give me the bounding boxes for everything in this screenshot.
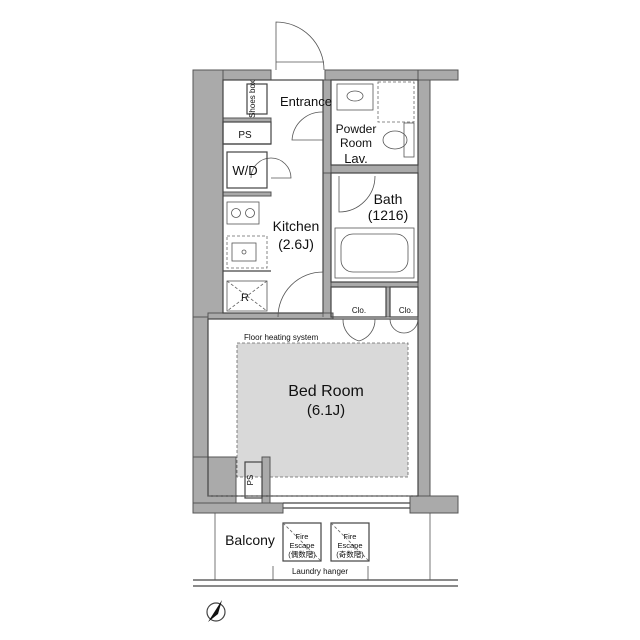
- fire-escape-1-label-1: Fire: [296, 532, 309, 541]
- entrance-label: Entrance: [280, 94, 332, 109]
- balcony-label: Balcony: [225, 532, 275, 548]
- entrance-door: [275, 21, 325, 71]
- door-swings: [250, 111, 419, 342]
- floor-heating-area: [236, 342, 409, 478]
- shoes-box-label-1: Shoes box: [248, 80, 257, 118]
- washer-dryer-box: [226, 151, 268, 189]
- kitchen-size-label: (2.6J): [278, 236, 314, 252]
- ps-bottom-box: [244, 461, 263, 499]
- bathtub-icon: [334, 227, 415, 279]
- interior-lines: [193, 79, 458, 587]
- powder-room-label-2: Room: [340, 136, 372, 150]
- bedroom-size-label: (6.1J): [307, 402, 345, 419]
- fire-escape-1-label-3: (偶数階): [288, 549, 316, 559]
- powder-room-label-1: Powder: [336, 122, 377, 136]
- bath-size-label: (1216): [368, 207, 408, 223]
- fire-escape-1: Fire Escape (偶数階): [282, 522, 322, 562]
- bath-label: Bath: [374, 191, 403, 207]
- kitchen-label: Kitchen: [273, 218, 320, 234]
- fire-escape-2-label-3: (奇数階): [336, 549, 364, 559]
- shoes-box: [246, 83, 268, 115]
- ps-bottom-label: PS: [246, 475, 255, 486]
- washbasin-icon: [336, 83, 374, 111]
- fire-escape-2-label-1: Fire: [344, 532, 357, 541]
- refrigerator-box: [226, 280, 268, 312]
- laundry-label: Laundry hanger: [292, 567, 348, 576]
- kitchen-sink-icon: [226, 235, 268, 269]
- refrigerator-label: R: [241, 292, 249, 304]
- lav-label: Lav.: [344, 151, 368, 166]
- wd-label: W/D: [232, 163, 257, 178]
- laundry-hanger: [272, 566, 369, 580]
- ps-top-box: [222, 121, 272, 145]
- bedroom-label: Bed Room: [288, 383, 364, 400]
- closet-1-label: Clo.: [352, 306, 366, 315]
- fire-escape-2-label-2: Escape: [337, 541, 362, 550]
- ps-top-label: PS: [238, 130, 252, 141]
- walls: [192, 69, 459, 514]
- closet-2-label: Clo.: [399, 306, 413, 315]
- floor-heating-label: Floor heating system: [244, 333, 319, 342]
- fire-escape-2: Fire Escape (奇数階): [330, 522, 370, 562]
- toilet-icon: [377, 81, 415, 158]
- fire-escape-1-label-2: Escape: [289, 541, 314, 550]
- stove-icon: [226, 201, 260, 225]
- north-arrow-icon: [206, 600, 226, 622]
